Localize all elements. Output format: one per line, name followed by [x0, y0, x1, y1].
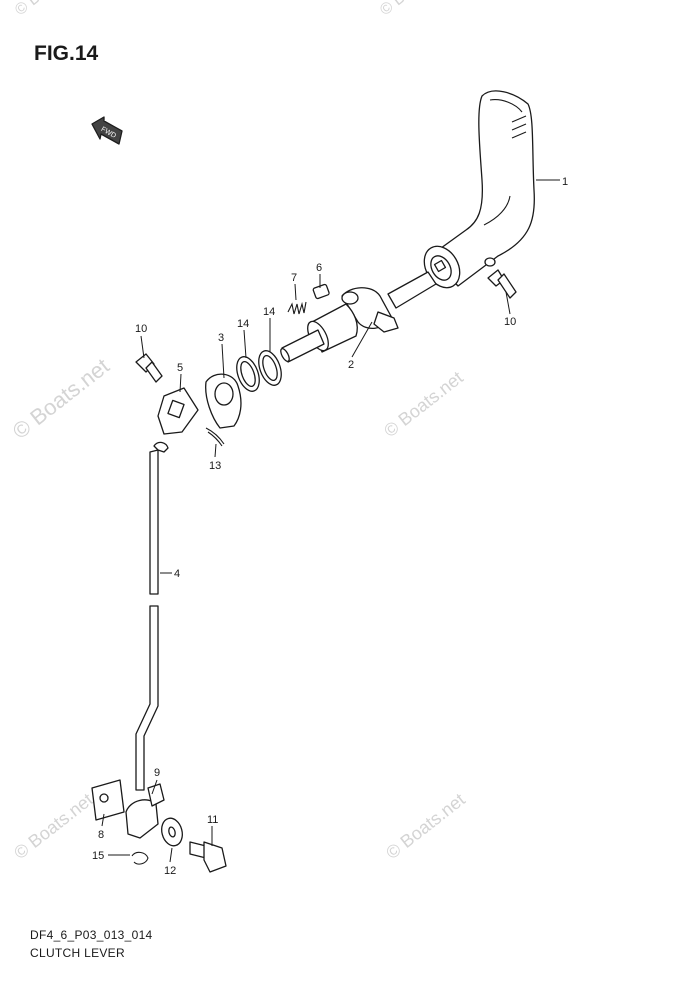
callout-2: 2: [348, 359, 354, 371]
watermark-top-left: © Boats.net: [12, 0, 89, 19]
part-9-rod-clip: [125, 783, 165, 839]
callout-9: 9: [154, 767, 160, 779]
part-10-bolt-upper-left: [135, 353, 163, 383]
watermark-main: © Boats.net: [8, 353, 114, 444]
callout-12: 12: [164, 865, 176, 877]
callout-11: 11: [207, 814, 218, 826]
callout-7: 7: [291, 272, 297, 284]
diagram-name: CLUTCH LEVER: [30, 946, 125, 960]
callout-14-left: 14: [237, 318, 249, 330]
part-5-link-bracket: [157, 387, 199, 435]
part-4-clutch-rod: [135, 441, 169, 791]
callout-14-right: 14: [263, 306, 275, 318]
part-15-e-ring: [131, 851, 149, 865]
callout-15: 15: [92, 850, 104, 862]
callout-6: 6: [316, 262, 322, 274]
callout-4: 4: [174, 568, 180, 580]
part-7-spring: [287, 301, 307, 315]
callouts: 1 2 3 4 5 6 7 8 9 10 10 11 12 13 14 14 1…: [92, 176, 568, 877]
callout-5: 5: [177, 362, 183, 374]
part-8-rod-bracket: [91, 779, 125, 821]
leader-lines: [101, 179, 560, 863]
watermark-low-right: © Boats.net: [382, 789, 469, 863]
part-13-cotter-pin: [205, 427, 225, 447]
part-11-bolt: [189, 841, 227, 873]
callout-10-left: 10: [135, 323, 147, 335]
part-2-clutch-shaft: [280, 271, 437, 363]
callout-13: 13: [209, 460, 221, 472]
part-6-pin: [312, 283, 330, 300]
figure-title: FIG.14: [34, 42, 99, 65]
part-3-lever-plate: [205, 373, 242, 429]
part-14-o-ring-a: [236, 356, 260, 392]
watermark-mid: © Boats.net: [380, 367, 467, 441]
part-12-washer: [161, 817, 183, 847]
callout-1: 1: [562, 176, 568, 188]
callout-8: 8: [98, 829, 104, 841]
watermark-top-right: © Boats.net: [377, 0, 454, 19]
fwd-arrow-icon: FWD: [91, 116, 123, 145]
watermark-layer: © Boats.net © Boats.net © Boats.net © Bo…: [8, 0, 469, 863]
watermark-low-left: © Boats.net: [10, 789, 97, 863]
part-14-o-ring-b: [258, 350, 282, 386]
part-1-clutch-lever-handle: [423, 90, 535, 289]
diagram-code: DF4_6_P03_013_014: [30, 928, 153, 942]
callout-3: 3: [218, 332, 224, 344]
part-10-bolt-right: [487, 269, 517, 299]
callout-10-right: 10: [504, 316, 516, 328]
